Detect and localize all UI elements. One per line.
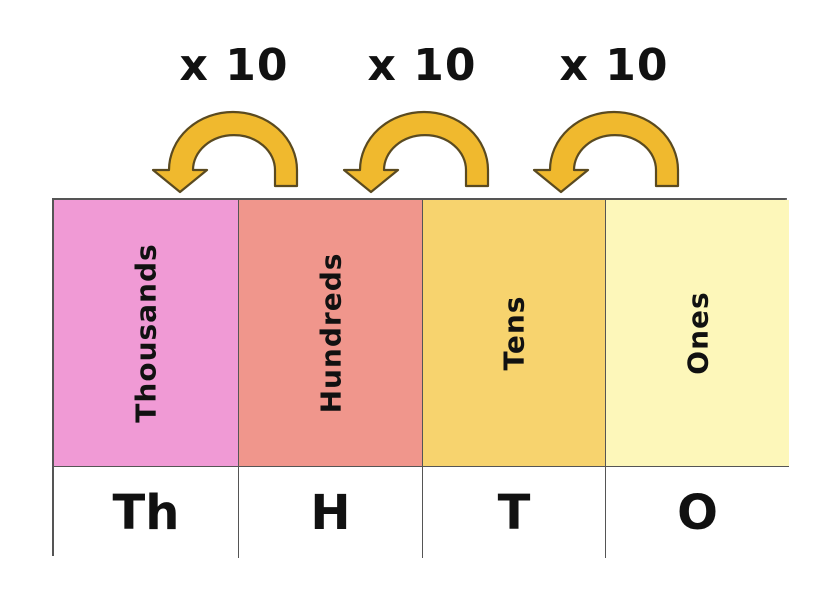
column-name-ones: Ones xyxy=(681,291,714,375)
curved-arrow-icon-to-thousands xyxy=(151,110,299,194)
place-value-chart: Thousands Hundreds Tens Ones Th H T O xyxy=(52,198,789,558)
curved-arrow-icon-to-hundreds xyxy=(342,110,490,194)
abbr-ones: O xyxy=(606,467,789,558)
column-ones: Ones xyxy=(606,200,789,467)
column-name-hundreds: Hundreds xyxy=(314,252,347,414)
abbr-tens: T xyxy=(423,467,606,558)
multiplier-label-hundreds: x 10 xyxy=(367,40,477,91)
column-hundreds: Hundreds xyxy=(239,200,423,467)
abbr-hundreds: H xyxy=(239,467,423,558)
multiplier-label-thousands: x 10 xyxy=(179,40,289,91)
curved-arrow-icon-to-tens xyxy=(532,110,680,194)
column-thousands: Thousands xyxy=(54,200,239,467)
column-tens: Tens xyxy=(423,200,606,467)
abbr-thousands: Th xyxy=(54,467,239,558)
multiplier-label-tens: x 10 xyxy=(559,40,669,91)
column-name-tens: Tens xyxy=(497,295,531,371)
column-name-thousands: Thousands xyxy=(129,243,163,423)
